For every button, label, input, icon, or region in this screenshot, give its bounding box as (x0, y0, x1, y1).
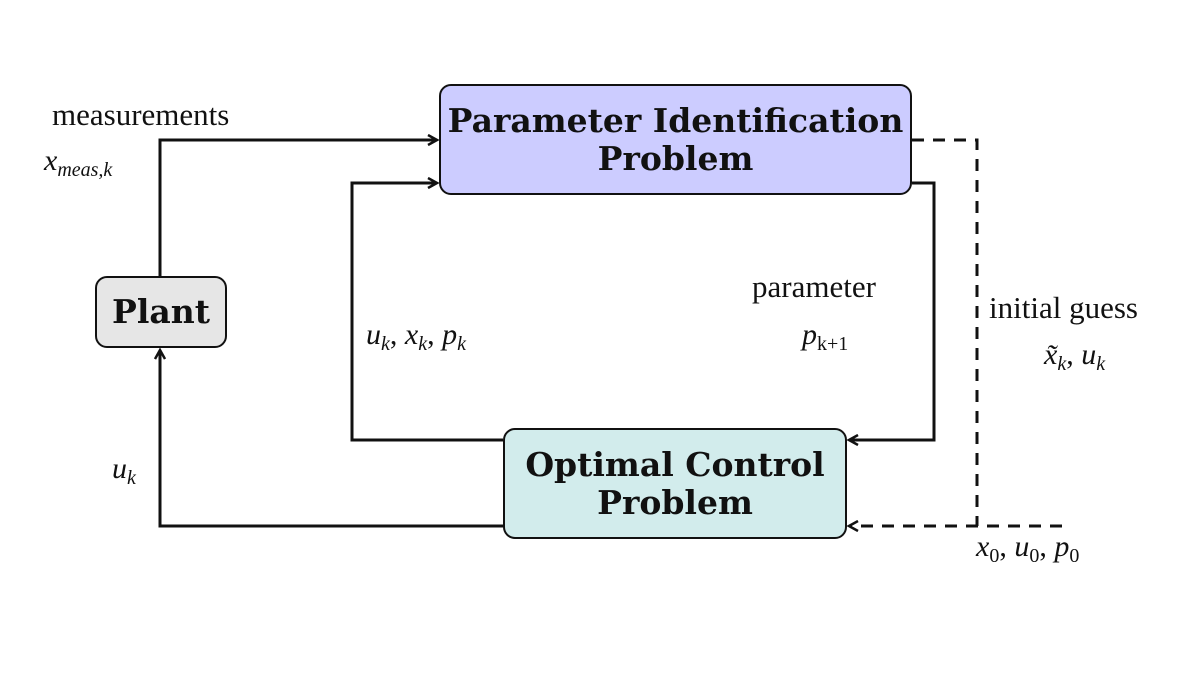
comma: , (999, 530, 1015, 563)
plant-block: Plant (95, 276, 227, 348)
parameter-label: parameter (752, 269, 876, 304)
var-p: p (1054, 530, 1070, 563)
parameter-arrow (849, 181, 936, 440)
var-x: x (976, 530, 990, 563)
var-u: u (112, 452, 127, 485)
init-values-variables: x0, u0, p0 (976, 530, 1079, 568)
var-p: p (802, 318, 817, 351)
var-u: u (366, 318, 381, 351)
measurements-label: measurements (52, 97, 230, 132)
var-x-tilde: x̃ (1044, 338, 1058, 371)
sub-0: 0 (989, 545, 1000, 567)
sub-k: k (1057, 353, 1067, 375)
measurements-variable: xmeas,k (44, 144, 112, 182)
parameter-variable: pk+1 (802, 318, 848, 356)
var-u: u (1014, 530, 1030, 563)
var-x: x (44, 144, 58, 177)
var-p: p (442, 318, 458, 351)
comma: , (1039, 530, 1055, 563)
sub-k: k (418, 333, 428, 355)
control-input-arrow (160, 350, 503, 528)
sub-k: k (127, 467, 136, 489)
parameter-identification-block: Parameter Identification Problem (439, 84, 912, 195)
optimal-control-block: Optimal Control Problem (503, 428, 847, 539)
comma: , (1066, 338, 1082, 371)
initial-guess-dashed-line (912, 138, 979, 526)
sub-k: k (1096, 353, 1106, 375)
sub-0: 0 (1069, 545, 1080, 567)
sub-k: k (381, 333, 390, 355)
sub-meas-k: meas,k (57, 159, 113, 181)
pip-label-line2: Problem (597, 138, 754, 178)
ocp-label-line2: Problem (597, 482, 753, 522)
comma: , (427, 318, 443, 351)
plant-label: Plant (112, 292, 210, 332)
pip-label-line1: Parameter Identification (447, 100, 904, 140)
control-input-variable: uk (112, 452, 136, 490)
initial-guess-variables: x̃k, uk (1044, 338, 1105, 376)
sub-0: 0 (1029, 545, 1040, 567)
feedback-arrow (350, 183, 503, 442)
sub-k-plus-1: k+1 (817, 333, 849, 355)
sub-k: k (457, 333, 466, 355)
measurements-arrow (158, 140, 437, 276)
initial-guess-label: initial guess (989, 290, 1138, 325)
comma: , (389, 318, 405, 351)
feedback-variables: uk, xk, pk (366, 318, 466, 356)
ocp-label-line1: Optimal Control (525, 444, 825, 484)
var-x: x (404, 318, 419, 351)
var-u: u (1081, 338, 1097, 371)
